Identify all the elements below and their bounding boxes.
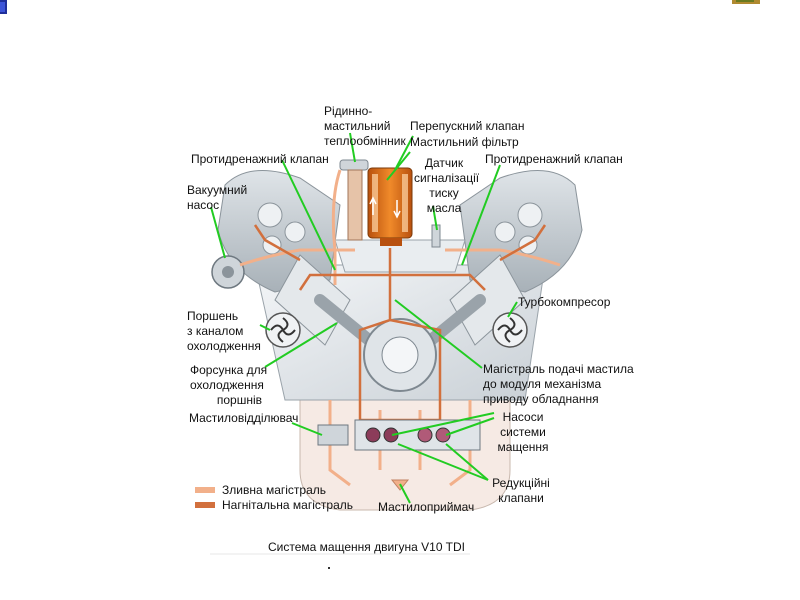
label-reducing-valves: Редукційні клапани (488, 476, 554, 506)
label-reducing-valves-line1: Редукційні (492, 476, 550, 490)
label-supply-line: Магістраль подачі мастила до модуля меха… (483, 362, 634, 407)
legend-swatch-drain (195, 487, 215, 493)
decorative-dot (328, 567, 330, 569)
label-oil-intake: Мастилоприймач (378, 500, 475, 514)
label-piston-line2: з каналом (187, 324, 244, 338)
label-oil-filter: Мастильний фільтр (410, 135, 519, 149)
label-oil-pumps-line2: системи (500, 425, 546, 439)
label-oil-pumps: Насоси системи мащення (495, 410, 551, 455)
oil-module (339, 159, 441, 248)
slide-nav-icon (0, 0, 7, 14)
diagram-caption: Система мащення двигуна V10 TDI (268, 540, 465, 554)
label-heat-exchanger-line1: Рідинно- (324, 104, 373, 118)
vacuum-pump-drawing (211, 255, 245, 289)
label-turbocharger: Турбокомпресор (518, 295, 611, 309)
label-anti-drain-valve-left: Протидренажний клапан (191, 152, 329, 166)
label-vacuum-pump-line2: насос (187, 198, 220, 212)
label-cooling-nozzle-line2: охолодження (190, 378, 264, 392)
label-pressure-sensor-line3: тиску (429, 186, 459, 200)
label-oil-separator: Мастиловідділювач (189, 411, 299, 425)
label-bypass-valve: Перепускний клапан (410, 119, 525, 133)
legend-label-pressure: Нагнітальна магістраль (222, 498, 353, 512)
label-piston-line1: Поршень (187, 309, 239, 323)
label-pressure-sensor-line2: сигналізації (414, 171, 480, 185)
label-vacuum-pump-line1: Вакуумний (187, 183, 248, 197)
label-vacuum-pump: Вакуумний насос (187, 183, 247, 213)
label-heat-exchanger-line2: мастильний (324, 119, 391, 133)
label-supply-line-line3: приводу обладнання (483, 392, 599, 406)
slide-logo-icon (732, 0, 760, 4)
label-pressure-sensor: Датчик сигналізації тиску масла (414, 156, 480, 216)
label-supply-line-line1: Магістраль подачі мастила (483, 362, 634, 376)
label-anti-drain-valve-right: Протидренажний клапан (485, 152, 623, 166)
label-piston: Поршень з каналом охолодження (187, 309, 261, 354)
turbocharger-left-drawing (265, 312, 301, 348)
label-pressure-sensor-line4: масла (426, 201, 462, 215)
leader-lines (210, 132, 518, 504)
label-cooling-nozzle-line3: поршнів (216, 393, 262, 407)
label-reducing-valves-line2: клапани (498, 491, 544, 505)
label-cooling-nozzle-line1: Форсунка для (190, 363, 268, 377)
label-oil-pumps-line1: Насоси (502, 410, 544, 424)
label-heat-exchanger-line3: теплообмінник (324, 134, 406, 148)
caption-underline (210, 553, 470, 555)
label-heat-exchanger: Рідинно- мастильний теплообмінник (324, 104, 406, 149)
label-supply-line-line2: до модуля механізма (483, 377, 602, 391)
legend-label-drain: Зливна магістраль (222, 483, 327, 497)
oil-pump-module (317, 419, 481, 491)
turbocharger-right-drawing (492, 312, 528, 348)
legend-swatch-pressure (195, 502, 215, 508)
label-pressure-sensor-line1: Датчик (424, 156, 464, 170)
label-piston-line3: охолодження (187, 339, 261, 353)
label-cooling-nozzle: Форсунка для охолодження поршнів (190, 363, 268, 408)
label-oil-pumps-line3: мащення (497, 440, 549, 454)
